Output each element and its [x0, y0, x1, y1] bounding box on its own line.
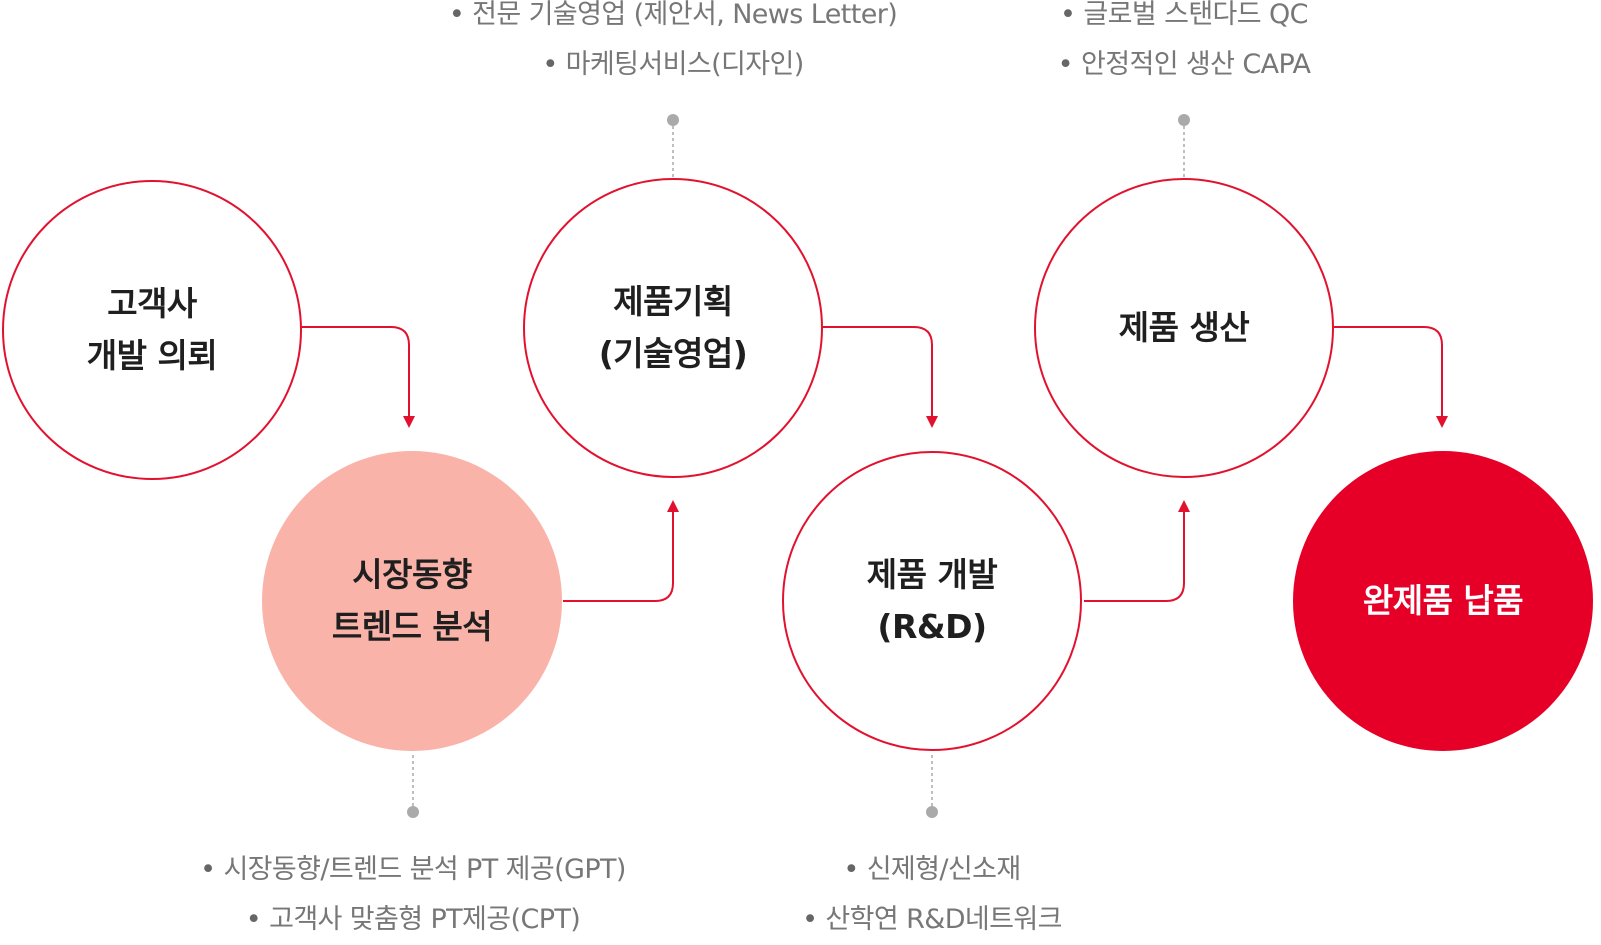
arrow-request-to-trend [300, 326, 415, 428]
arrow-development-to-production [1084, 500, 1190, 602]
note-item: 고객사 맞춤형 PT제공(CPT) [113, 895, 713, 945]
leader-dot-development [926, 806, 938, 818]
step-label-line: (기술영업) [598, 334, 748, 373]
step-market-trend-analysis: 시장동향 트렌드 분석 [262, 451, 562, 751]
step-label-line: 제품 개발 [866, 555, 998, 594]
step-label-line: 개발 의뢰 [86, 336, 218, 375]
step-label-line: 시장동향 [352, 555, 472, 594]
step-product-production: 제품 생산 [1034, 178, 1334, 478]
notes-production: 글로벌 스탠다드 QC 안정적인 생산 CAPA [934, 0, 1434, 90]
note-item: 글로벌 스탠다드 QC [934, 0, 1434, 40]
notes-trend: 시장동향/트렌드 분석 PT 제공(GPT) 고객사 맞춤형 PT제공(CPT) [113, 845, 713, 945]
note-item: 산학연 R&D네트워크 [732, 895, 1132, 945]
step-customer-request: 고객사 개발 의뢰 [2, 180, 302, 480]
step-product-development: 제품 개발 (R&D) [782, 451, 1082, 751]
step-product-planning: 제품기획 (기술영업) [523, 178, 823, 478]
note-item: 시장동향/트렌드 분석 PT 제공(GPT) [113, 845, 713, 895]
note-item: 전문 기술영업 (제안서, News Letter) [373, 0, 973, 40]
step-label-line: 고객사 [107, 284, 197, 323]
step-final-delivery: 완제품 납품 [1293, 451, 1593, 751]
step-label-line: 제품기획 [613, 282, 733, 321]
leader-dot-trend [407, 806, 419, 818]
arrow-planning-to-development [823, 326, 938, 428]
notes-planning: 전문 기술영업 (제안서, News Letter) 마케팅서비스(디자인) [373, 0, 973, 90]
note-item: 안정적인 생산 CAPA [934, 40, 1434, 90]
note-item: 마케팅서비스(디자인) [373, 40, 973, 90]
step-label-line: 완제품 납품 [1362, 581, 1524, 620]
step-label-line: (R&D) [877, 607, 987, 646]
note-item: 신제형/신소재 [732, 845, 1132, 895]
arrow-trend-to-planning [563, 500, 679, 602]
leader-dot-planning [667, 114, 679, 126]
step-label-line: 트렌드 분석 [331, 607, 493, 646]
step-label-line: 제품 생산 [1118, 308, 1250, 347]
notes-development: 신제형/신소재 산학연 R&D네트워크 [732, 845, 1132, 945]
arrow-production-to-delivery [1334, 326, 1448, 428]
leader-dot-production [1178, 114, 1190, 126]
